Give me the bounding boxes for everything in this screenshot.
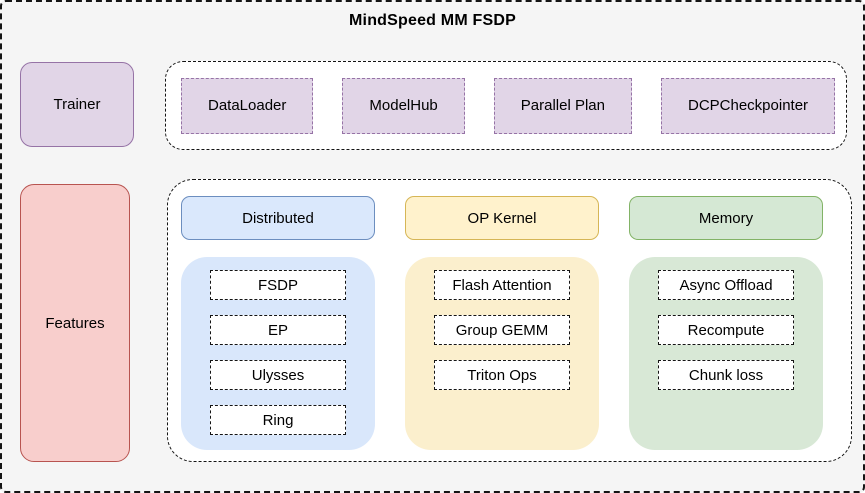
- feature-item-chunk-loss: Chunk loss: [658, 360, 794, 390]
- column-header-op-kernel: OP Kernel: [405, 196, 599, 240]
- feature-item-ulysses: Ulysses: [210, 360, 346, 390]
- module-box-parallel-plan: Parallel Plan: [493, 77, 632, 134]
- feature-item-ep: EP: [210, 315, 346, 345]
- feature-item-async-offload: Async Offload: [658, 270, 794, 300]
- modules-container: DataLoader ModelHub Parallel Plan DCPCheckp…: [165, 61, 847, 150]
- feature-item-group-gemm: Group GEMM: [434, 315, 570, 345]
- column-header-memory: Memory: [629, 196, 823, 240]
- feature-item-ring: Ring: [210, 405, 346, 435]
- diagram-title: MindSpeed MM FSDP: [349, 12, 516, 29]
- features-box: Features: [20, 184, 130, 462]
- feature-item-flash-attention: Flash Attention: [434, 270, 570, 300]
- feature-item-triton-ops: Triton Ops: [434, 360, 570, 390]
- module-box-dataloader: DataLoader: [181, 77, 314, 134]
- column-header-distributed: Distributed: [181, 196, 375, 240]
- module-box-modelhub: ModelHub: [342, 77, 465, 134]
- module-box-dcpcheckpointer: DCPCheckpointer: [661, 77, 836, 134]
- feature-item-fsdp: FSDP: [210, 270, 346, 300]
- feature-item-recompute: Recompute: [658, 315, 794, 345]
- trainer-box: Trainer: [20, 62, 134, 147]
